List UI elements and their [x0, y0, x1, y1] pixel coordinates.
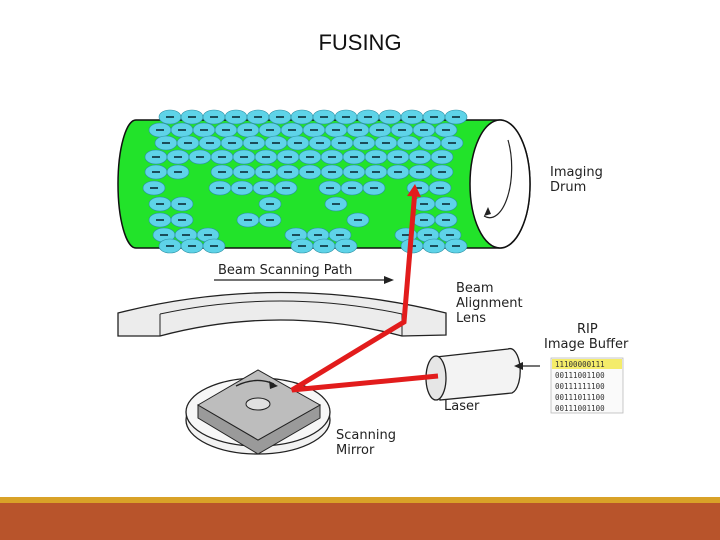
buffer-row: 00111001100 [555, 404, 605, 413]
toner-particles [142, 109, 468, 254]
beam-alignment-lens-label: Beam [456, 281, 494, 296]
image-buffer-label: Image Buffer [544, 337, 629, 352]
rip-label: RIP [577, 322, 598, 337]
imaging-drum-label: Drum [550, 180, 586, 195]
laser-body [435, 347, 521, 401]
mirror-spindle [245, 397, 271, 411]
beam-alignment-lens-label: Alignment [456, 296, 523, 311]
scan-path-arrowhead-icon [384, 276, 394, 284]
beam-scanning-path: Beam Scanning Path [214, 263, 394, 284]
laser-unit [425, 347, 540, 401]
rip-image-buffer: 11100000111 00111001100 00111111100 0011… [550, 357, 624, 414]
scanning-mirror-label: Mirror [336, 443, 375, 458]
rotation-arrow-icon [483, 139, 513, 219]
footer-bar [0, 503, 720, 540]
buffer-row: 00111111100 [555, 382, 605, 391]
beam-alignment-lens [117, 291, 447, 337]
lens-edge [159, 300, 403, 315]
scanning-mirror-label: Scanning [336, 428, 396, 443]
buffer-row: 00111011100 [555, 393, 605, 402]
beam-scanning-path-label: Beam Scanning Path [218, 263, 352, 278]
buffer-to-laser-arrowhead-icon [514, 362, 523, 370]
mirror-rotation-arrowhead-icon [269, 381, 278, 389]
rotation-arrowhead-icon [484, 207, 491, 216]
buffer-highlight-row [552, 359, 622, 369]
laser-label: Laser [444, 399, 480, 414]
laser-beam [290, 189, 439, 393]
imaging-drum [117, 109, 531, 254]
beam-alignment-lens-label: Lens [456, 311, 486, 326]
imaging-drum-label: Imaging [550, 165, 603, 180]
slide-title: FUSING [318, 30, 402, 55]
scanning-mirror [185, 369, 331, 455]
beam-arrowhead-icon [407, 184, 421, 197]
buffer-row: 11100000111 [555, 360, 605, 369]
drum-end-cap [469, 119, 531, 249]
buffer-row: 00111001100 [555, 371, 605, 380]
footer-accent-stripe [0, 497, 720, 503]
